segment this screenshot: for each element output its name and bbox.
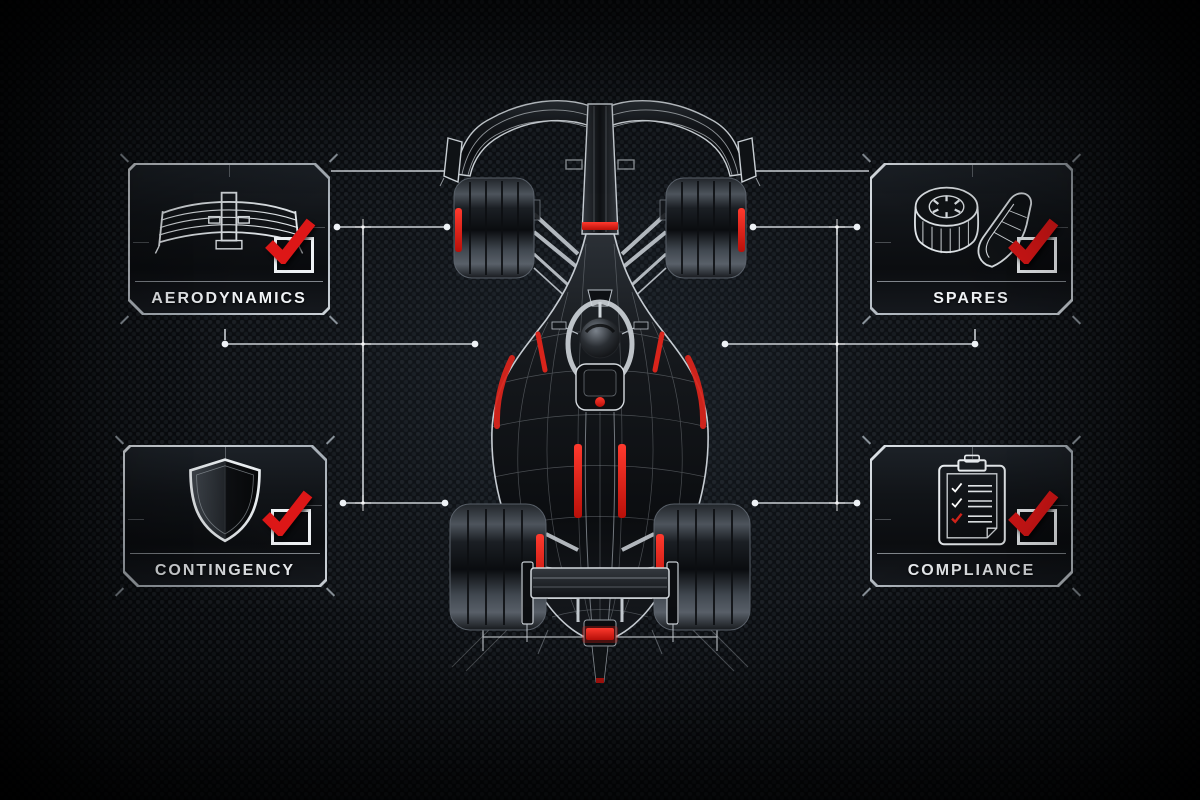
red-check-icon — [262, 490, 313, 536]
rear-wing — [521, 561, 679, 683]
panel-label: CONTINGENCY — [154, 562, 296, 579]
spares-checkbox[interactable] — [1008, 218, 1059, 273]
contingency-checkbox[interactable] — [262, 490, 313, 545]
label-separator — [130, 553, 320, 554]
aerodynamics-checkbox[interactable] — [265, 218, 316, 273]
panel-label: AERODYNAMICS — [151, 290, 307, 307]
nose-red-stripe — [582, 222, 618, 230]
tail-light — [586, 628, 614, 640]
panel-label: COMPLIANCE — [907, 562, 1036, 579]
label-separator — [135, 281, 323, 282]
panel-label: SPARES — [933, 290, 1010, 307]
red-check-icon — [1008, 218, 1059, 264]
f1-car-top-view — [439, 99, 761, 683]
red-check-icon — [1008, 490, 1059, 536]
panel-contingency: CONTINGENCY — [114, 435, 336, 597]
nose-cone — [581, 103, 619, 235]
panel-spares: SPARES — [861, 153, 1082, 325]
panel-aerodynamics: AERODYNAMICS — [119, 153, 339, 325]
red-check-icon — [265, 218, 316, 264]
label-separator — [877, 281, 1066, 282]
label-separator — [877, 553, 1066, 554]
panel-compliance: COMPLIANCE — [861, 435, 1082, 597]
compliance-checkbox[interactable] — [1008, 490, 1059, 545]
